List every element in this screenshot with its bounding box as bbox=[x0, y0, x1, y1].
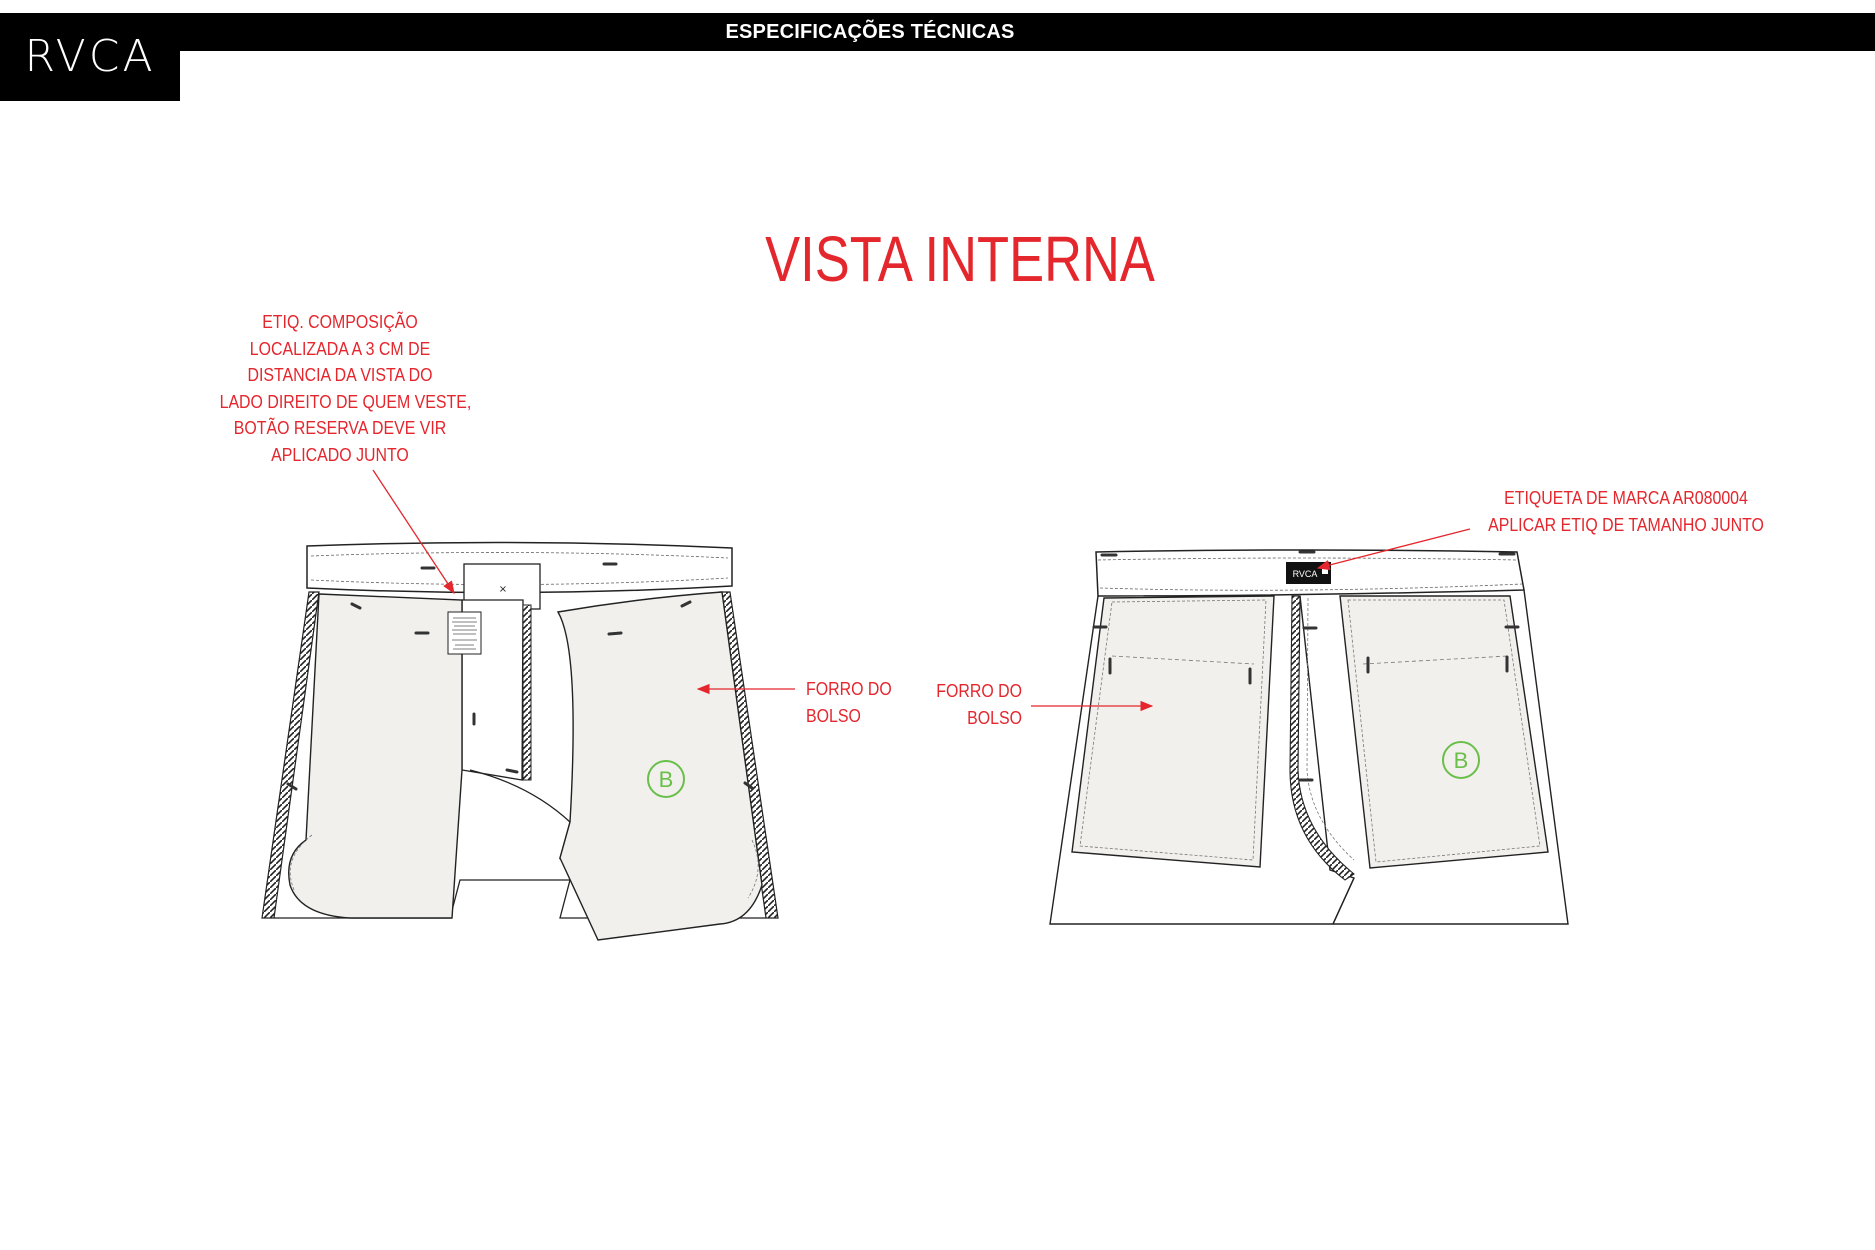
back-pocket-lining-note: FORRO DO BOLSO bbox=[936, 680, 1022, 728]
brand-label-callout-arrow bbox=[1316, 528, 1471, 571]
pocket-marker-front: B bbox=[647, 760, 685, 798]
back-inside-view: RVCA bbox=[1049, 549, 1569, 925]
header-bar: ESPECIFICAÇÕES TÉCNICAS bbox=[0, 13, 1875, 51]
pocket-marker-back-label: B bbox=[1454, 748, 1469, 773]
view-title: VISTA INTERNA bbox=[765, 223, 1155, 295]
pocket-marker-front-label: B bbox=[659, 767, 674, 792]
composition-label-note: ETIQ. COMPOSIÇÃO LOCALIZADA A 3 CM DE DI… bbox=[219, 311, 472, 465]
brand-label-note: ETIQUETA DE MARCA AR080004 APLICAR ETIQ … bbox=[1488, 487, 1764, 535]
section-title: ESPECIFICAÇÕES TÉCNICAS bbox=[725, 21, 1015, 43]
brand-tag: RVCA bbox=[1286, 562, 1331, 584]
svg-text:×: × bbox=[499, 584, 507, 595]
brand-logo: RVCA bbox=[0, 13, 180, 101]
pocket-marker-back: B bbox=[1442, 741, 1480, 779]
brand-logo-text: RVCA bbox=[24, 31, 156, 82]
callout-arrows bbox=[372, 469, 1471, 712]
front-pocket-lining-note: FORRO DO BOLSO bbox=[806, 678, 892, 726]
brand-tag-text: RVCA bbox=[1293, 569, 1318, 579]
front-inside-view: × bbox=[261, 541, 779, 941]
composition-callout-arrow bbox=[372, 469, 455, 595]
